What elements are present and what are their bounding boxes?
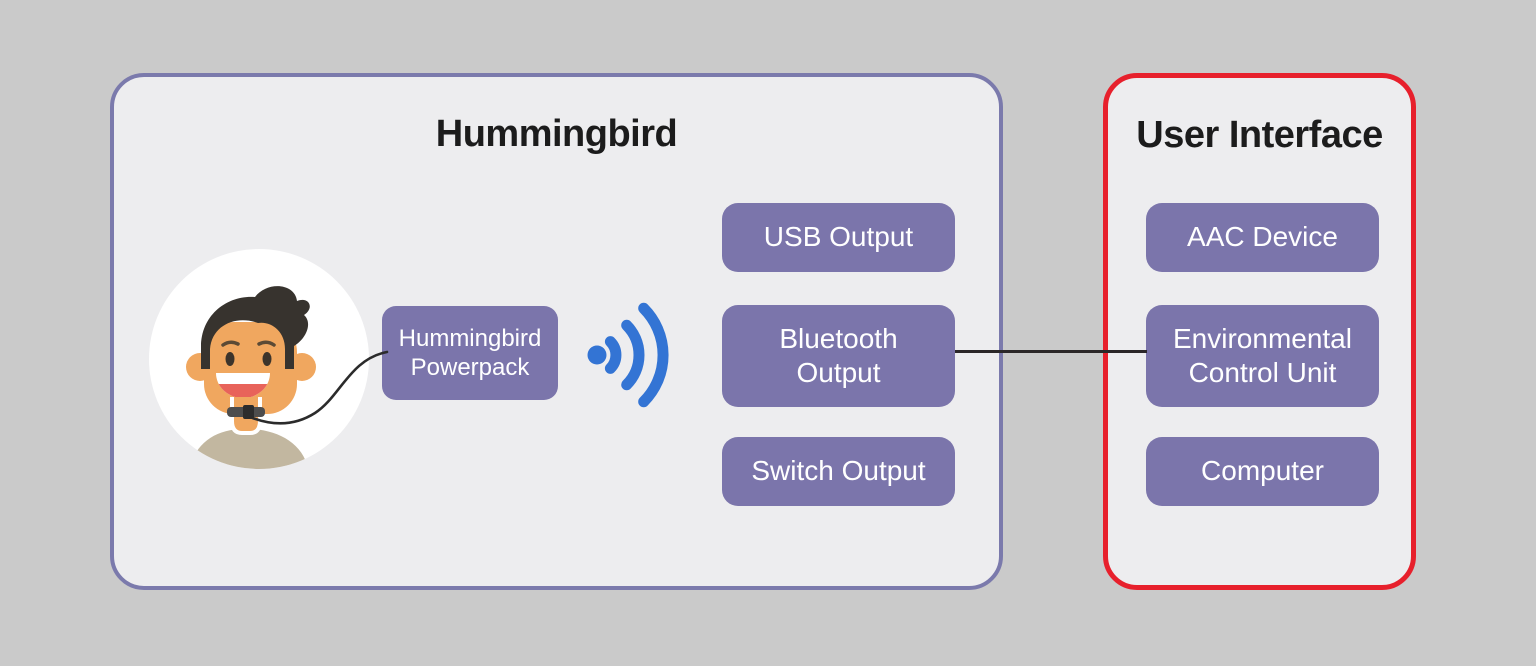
sensor-wire <box>248 350 389 425</box>
node-label: Environmental Control Unit <box>1173 322 1352 388</box>
node-usb-output: USB Output <box>722 203 955 272</box>
node-hummingbird-powerpack: Hummingbird Powerpack <box>382 306 558 400</box>
hummingbird-section-title: Hummingbird <box>435 113 678 155</box>
node-switch-output: Switch Output <box>722 437 955 506</box>
node-label: USB Output <box>763 221 914 253</box>
bluetooth-to-ecu-connector <box>955 350 1147 353</box>
node-label: Computer <box>1201 455 1324 487</box>
node-label: Switch Output <box>751 455 926 487</box>
node-environmental-control-unit: Environmental Control Unit <box>1146 305 1379 407</box>
node-label: Bluetooth Output <box>779 322 898 388</box>
node-label: Hummingbird Powerpack <box>398 324 542 381</box>
wifi-signal-icon <box>587 302 669 408</box>
node-computer: Computer <box>1146 437 1379 506</box>
node-aac-device: AAC Device <box>1146 203 1379 272</box>
user-interface-section-title: User Interface <box>1136 114 1383 156</box>
node-bluetooth-output: Bluetooth Output <box>722 305 955 407</box>
node-label: AAC Device <box>1187 221 1338 253</box>
